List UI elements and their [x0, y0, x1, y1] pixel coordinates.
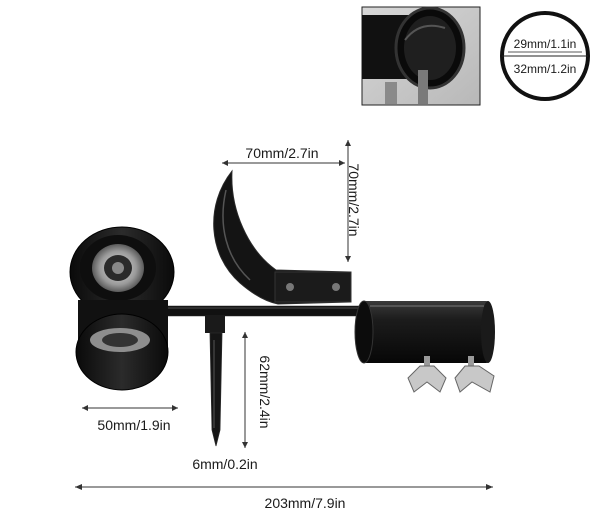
- total-length-label: 203mm/7.9in: [265, 495, 346, 511]
- stake: [205, 315, 225, 447]
- wheel-width-label: 50mm/1.9in: [97, 417, 170, 433]
- dimension-blade-height: 70mm/2.7in: [345, 140, 362, 262]
- blade: [213, 169, 352, 305]
- handle-tube: [354, 300, 495, 364]
- inset-photo: [361, 6, 481, 106]
- dimension-blade-width: 70mm/2.7in: [222, 145, 345, 166]
- outer-diameter-label: 32mm/1.2in: [514, 62, 577, 76]
- dimension-total-length: 203mm/7.9in: [75, 484, 493, 511]
- wing-nut-icon: [407, 356, 447, 393]
- inner-diameter-label: 29mm/1.1in: [514, 37, 577, 51]
- inset-diameter-circle: 29mm/1.1in 32mm/1.2in: [500, 11, 590, 101]
- wing-nut-icon: [454, 356, 495, 393]
- stake-height-label: 62mm/2.4in: [257, 355, 273, 428]
- stake-diameter-label: 6mm/0.2in: [192, 456, 257, 472]
- dimension-stake-height: 62mm/2.4in: [242, 332, 273, 448]
- dimension-wheel-width: 50mm/1.9in: [82, 405, 178, 433]
- bolt-icon: [332, 283, 340, 291]
- blade-height-label: 70mm/2.7in: [346, 163, 362, 236]
- bolt-icon: [286, 283, 294, 291]
- wheel-upper: [69, 226, 175, 318]
- blade-width-label: 70mm/2.7in: [245, 145, 318, 161]
- wheel-lower: [75, 300, 169, 391]
- dimension-stake-diameter: 6mm/0.2in: [192, 456, 257, 472]
